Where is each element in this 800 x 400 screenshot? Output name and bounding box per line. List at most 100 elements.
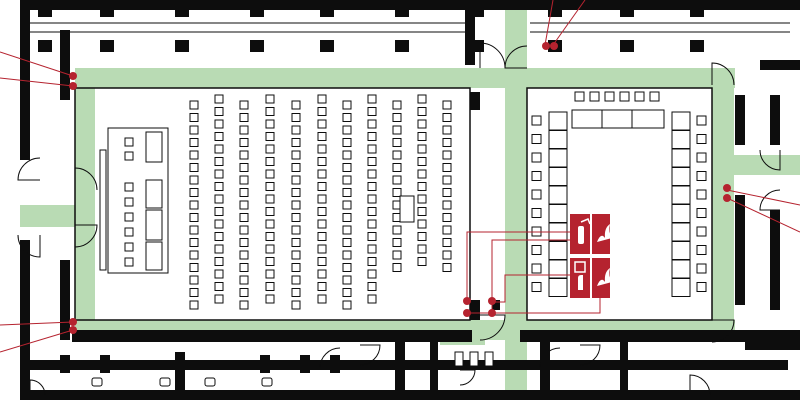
pillar <box>320 5 334 17</box>
seminar-room-tables <box>531 91 707 297</box>
audience-seat <box>392 113 402 122</box>
audience-seat <box>265 294 275 304</box>
seminar-table <box>548 111 568 131</box>
seminar-table <box>671 222 691 242</box>
wall-segment <box>735 195 745 305</box>
wall-segment <box>465 10 475 65</box>
audience-seat <box>417 207 427 216</box>
leader-line <box>0 329 74 353</box>
seminar-table <box>671 148 691 168</box>
equipment-location-marker-icon <box>542 42 550 50</box>
audience-seat <box>239 213 249 222</box>
seminar-chair <box>531 189 542 200</box>
audience-seat <box>189 100 199 110</box>
pillar <box>620 5 634 17</box>
pillar <box>690 40 704 52</box>
wall-segment <box>60 30 70 100</box>
escape-route-segment <box>730 155 800 175</box>
audience-seat <box>189 175 199 185</box>
audience-seat <box>317 282 327 291</box>
seminar-chair <box>634 91 645 102</box>
audience-seat <box>265 169 275 179</box>
wall-segment <box>620 340 628 390</box>
audience-seat <box>291 163 301 172</box>
audience-seat <box>265 94 275 104</box>
audience-seat <box>317 132 327 141</box>
urinal <box>484 351 494 367</box>
stage-table <box>145 209 163 241</box>
audience-seat <box>317 219 327 229</box>
pillar <box>60 355 70 373</box>
audience-seat <box>265 269 275 279</box>
audience-seat <box>189 275 199 285</box>
audience-seat <box>342 163 352 172</box>
audience-seat <box>291 200 301 210</box>
audience-seat <box>239 263 249 272</box>
wall-segment <box>470 92 480 110</box>
stage-chair <box>124 257 134 267</box>
wall-segment <box>492 300 500 310</box>
audience-seat <box>291 138 301 147</box>
wall-segment <box>20 240 30 400</box>
seminar-table <box>671 204 691 223</box>
audience-seat <box>417 144 427 154</box>
audience-seat <box>189 225 199 235</box>
audience-seat <box>367 232 377 241</box>
seminar-table <box>548 167 568 186</box>
audience-seat <box>214 294 224 304</box>
seminar-chair <box>531 115 542 126</box>
audience-seat <box>239 225 249 235</box>
door-swing <box>759 149 781 171</box>
audience-seat <box>239 125 249 135</box>
audience-seat <box>291 300 301 310</box>
escape-route-segment <box>712 68 734 340</box>
pillar <box>620 40 634 52</box>
pillar <box>250 40 264 52</box>
seminar-chair <box>531 282 542 292</box>
audience-seat <box>291 238 301 247</box>
audience-seat <box>317 269 327 279</box>
equipment-location-marker-icon <box>69 72 77 80</box>
urinal <box>469 351 479 367</box>
door-swing <box>359 344 381 366</box>
leader-line <box>492 274 575 303</box>
seminar-chair <box>649 91 660 102</box>
stage-table <box>145 131 163 163</box>
stage-table <box>145 179 163 209</box>
pillar <box>175 355 185 373</box>
audience-seat <box>392 100 402 110</box>
audience-seat <box>291 275 301 285</box>
seminar-chair <box>619 91 630 102</box>
seminar-table <box>671 278 691 297</box>
audience-seat <box>317 207 327 216</box>
audience-seat <box>367 107 377 116</box>
restroom-fixtures <box>91 351 494 387</box>
seminar-chair <box>696 134 707 144</box>
leader-line <box>544 0 554 46</box>
audience-seat <box>317 294 327 304</box>
seminar-table <box>671 111 691 131</box>
audience-seat <box>417 169 427 179</box>
equipment-location-marker-icon <box>463 297 471 305</box>
audience-seat <box>214 94 224 104</box>
audience-seat <box>442 238 452 247</box>
audience-seat <box>417 194 427 204</box>
audience-seat <box>367 144 377 154</box>
flame-icon <box>597 224 612 242</box>
audience-seat <box>442 213 452 222</box>
wall-segment <box>20 390 800 400</box>
lecture-hall-seating <box>189 94 452 310</box>
equipment-location-marker-icon <box>69 82 77 90</box>
wall-segment <box>72 330 472 342</box>
pillar <box>100 355 110 373</box>
door-swing <box>759 189 781 211</box>
leader-line <box>726 197 800 233</box>
audience-seat <box>214 107 224 116</box>
seminar-table <box>548 241 568 260</box>
wall-segment <box>770 95 780 145</box>
pillar <box>395 40 409 52</box>
audience-seat <box>342 125 352 135</box>
audience-seat <box>265 282 275 291</box>
seminar-chair <box>531 152 542 163</box>
seminar-chair <box>531 134 542 144</box>
